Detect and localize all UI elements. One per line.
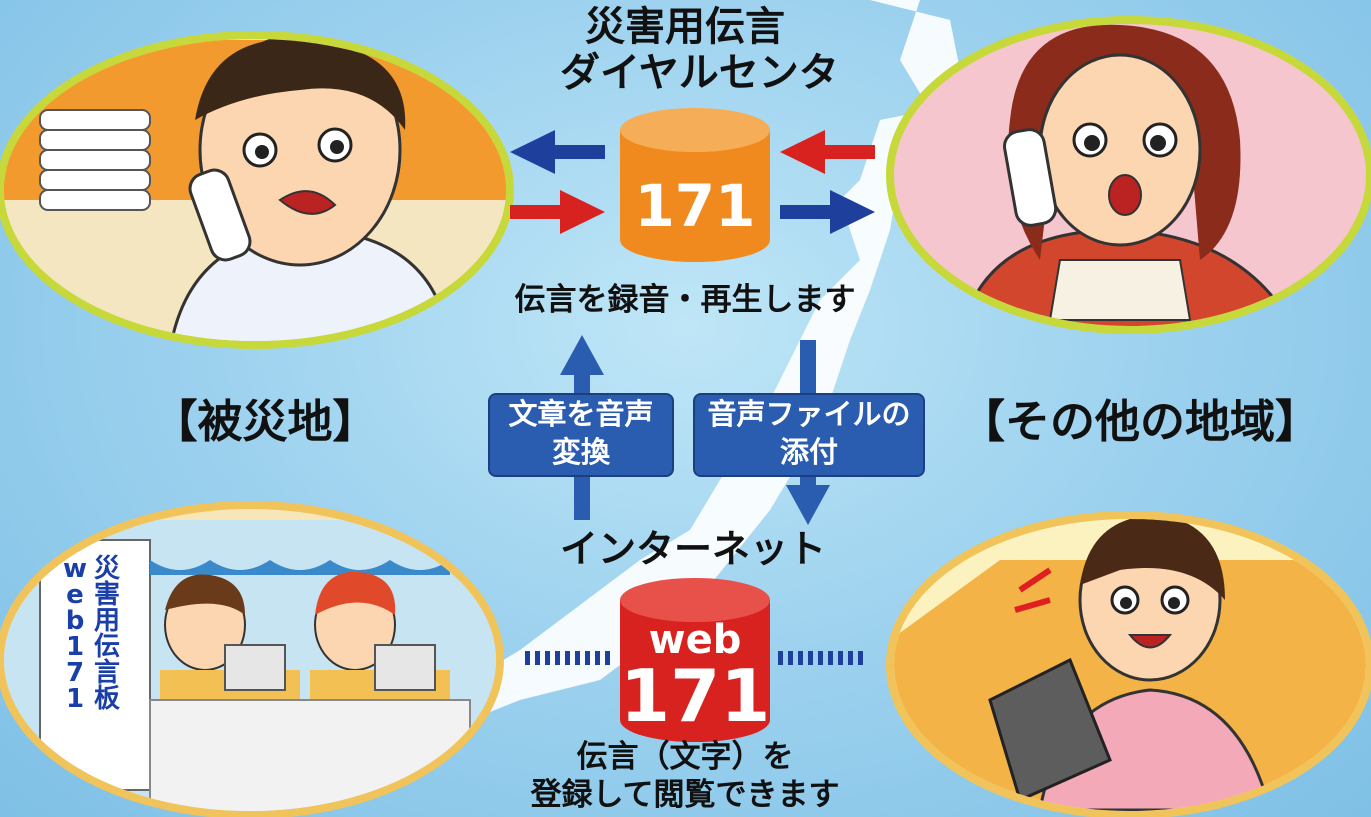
cylinder-171-label: 171 xyxy=(634,172,756,240)
internet-caption-line2: 登録して閲覧できます xyxy=(530,777,840,813)
board-char: 1 xyxy=(65,632,85,662)
board-char: 災 xyxy=(93,554,120,584)
shelter-scene-icon xyxy=(4,520,496,811)
board-char: 害 xyxy=(93,580,120,610)
board-char: b xyxy=(65,606,85,636)
center-title-line2: ダイヤルセンタ xyxy=(560,50,839,96)
cylinder-web-label: web xyxy=(648,617,742,663)
center-title: 災害用伝言 ダイヤルセンタ xyxy=(560,4,839,96)
box-left-line1: 文章を音声 xyxy=(508,397,654,431)
woman-phone-icon xyxy=(958,24,1303,326)
region-right-label: 【その他の地域】 xyxy=(960,395,1321,448)
box-right-line2: 添付 xyxy=(779,435,838,469)
board-char: 7 xyxy=(65,658,85,688)
towel-stack-icon xyxy=(39,109,151,211)
arrow-to-left-blue-icon xyxy=(510,130,605,174)
box-text-to-voice: 文章を音声 変換 xyxy=(490,395,672,475)
center-caption: 伝言を録音・再生します xyxy=(514,282,856,318)
board-char: 板 xyxy=(93,684,120,714)
man-laptop-icon xyxy=(894,519,1366,811)
board-char: 1 xyxy=(65,684,85,714)
region-left-label: 【被災地】 xyxy=(152,395,378,448)
box-voice-file: 音声ファイルの 添付 xyxy=(695,395,923,475)
board-col-left: w e b 1 7 1 xyxy=(60,556,90,712)
arrow-to-center-red-icon xyxy=(510,190,605,234)
arrow-to-right-blue-icon xyxy=(780,190,875,234)
cylinder-web171-red xyxy=(620,578,770,742)
board-char: 用 xyxy=(93,606,120,636)
internet-caption: 伝言（文字）を 登録して閲覧できます xyxy=(510,738,860,814)
board-char: e xyxy=(66,580,84,610)
board-char: 伝 xyxy=(93,632,120,662)
box-right-line1: 音声ファイルの xyxy=(707,397,911,431)
man-worried-icon xyxy=(168,39,452,341)
center-title-line1: 災害用伝言 xyxy=(585,4,785,50)
internet-caption-line1: 伝言（文字）を xyxy=(576,739,794,775)
board-char: 言 xyxy=(93,658,120,688)
box-left-line2: 変換 xyxy=(551,435,610,469)
board-char: w xyxy=(62,554,88,584)
cylinder-web171-number: 171 xyxy=(620,654,771,738)
board-col-right: 災 害 用 伝 言 板 xyxy=(92,556,122,712)
internet-label: インターネット xyxy=(560,527,827,571)
cylinder-171-orange xyxy=(620,108,770,262)
arrow-from-right-red-icon xyxy=(780,130,875,174)
